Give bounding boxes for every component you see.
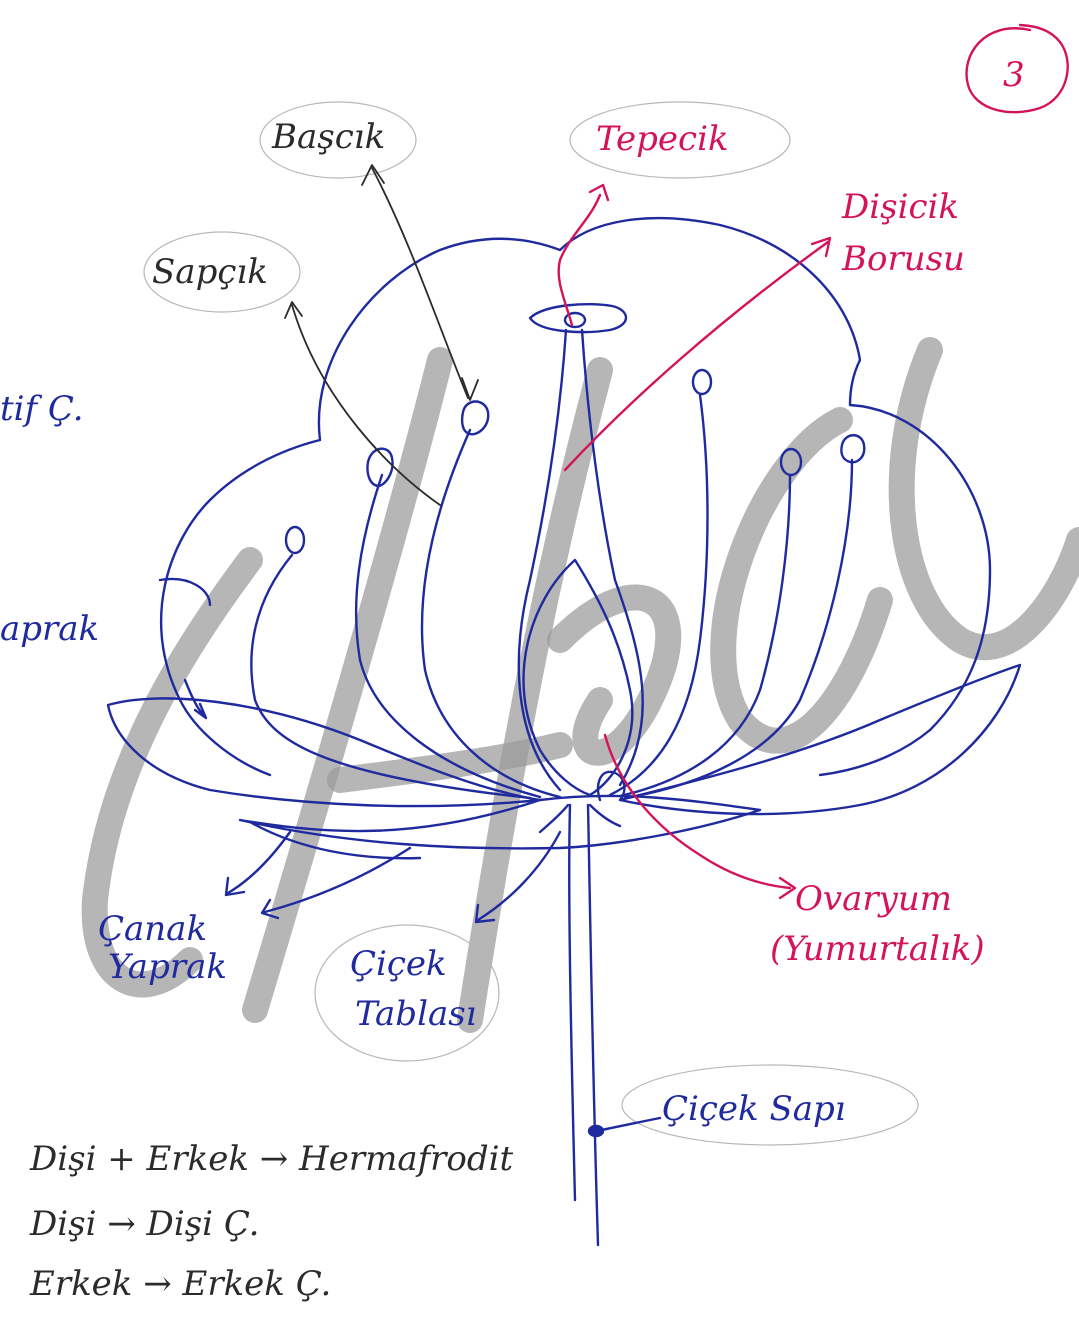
stamen-anther-6 [840, 434, 866, 464]
pedicel-stem [538, 803, 622, 1247]
sepal-right [618, 663, 1022, 816]
sepal-pointer-2 [263, 846, 412, 914]
note-hermaphrodite: Dişi + Erkek → Hermafrodit [29, 1139, 514, 1179]
label-anther: Başcık [271, 117, 385, 157]
stigma-pointer [557, 193, 602, 327]
stamen-anther-5 [779, 447, 803, 477]
petal-left-inner-edge [178, 698, 272, 777]
sepals [106, 663, 1022, 860]
pointer-arrows [158, 164, 832, 1138]
petal-right-inner-edge [818, 728, 932, 777]
stamen-filament-6 [623, 458, 854, 800]
page-number: 3 [1003, 55, 1025, 95]
label-sepal-line1: Çanak [98, 909, 207, 949]
pedicel-label-bubble [621, 1064, 919, 1146]
sepal-pointer-1 [226, 830, 292, 895]
label-petal-partial: aprak [0, 609, 99, 649]
stamen-filament-3 [420, 428, 562, 799]
note-female: Dişi → Dişi Ç. [29, 1204, 259, 1244]
receptacle-label-bubble [314, 924, 500, 1062]
label-title-partial: tif Ç. [0, 389, 84, 429]
petal-pointer [158, 577, 212, 607]
style-right [580, 328, 644, 787]
label-pedicel: Çiçek Sapı [662, 1089, 846, 1129]
stamen-anther-1 [284, 525, 306, 555]
label-filament: Sapçık [152, 252, 268, 292]
label-style-line1: Dişicik [841, 187, 959, 227]
style-pointer [563, 240, 830, 472]
label-sepal-line2: Yaprak [108, 947, 227, 987]
ovary-pointer [603, 733, 792, 890]
anther-label-bubble [259, 101, 417, 179]
sepal-bottom [238, 794, 762, 850]
stamens [250, 368, 866, 800]
petal-outline [159, 216, 992, 732]
stamen-filament-5 [618, 473, 792, 798]
label-stigma: Tepecik [596, 119, 729, 159]
stamen-filament-2 [354, 473, 542, 799]
label-ovary-line2: (Yumurtalık) [770, 929, 985, 969]
page-number-badge: 3 [965, 23, 1069, 114]
note-male: Erkek → Erkek Ç. [29, 1264, 331, 1304]
stamen-anther-3 [460, 400, 490, 436]
filament-pointer [291, 304, 441, 506]
watermark-signature [81, 337, 1079, 1033]
label-receptacle-line2: Tablası [355, 994, 477, 1034]
label-ovary-line1: Ovaryum [795, 879, 952, 919]
receptacle-pointer [476, 830, 562, 922]
stamen-filament-4 [608, 393, 709, 797]
petals [159, 216, 992, 777]
filament-label-bubble [143, 231, 301, 313]
label-style-line2: Borusu [841, 239, 965, 279]
style-left [517, 328, 568, 792]
ovary-shape [522, 558, 634, 797]
anther-pointer [371, 167, 469, 399]
stamen-filament-1 [250, 553, 532, 800]
stigma-label-bubble [569, 101, 791, 179]
stamen-anther-4 [691, 368, 713, 396]
label-receptacle-line1: Çiçek [350, 944, 447, 984]
stamen-anther-2 [366, 447, 394, 488]
